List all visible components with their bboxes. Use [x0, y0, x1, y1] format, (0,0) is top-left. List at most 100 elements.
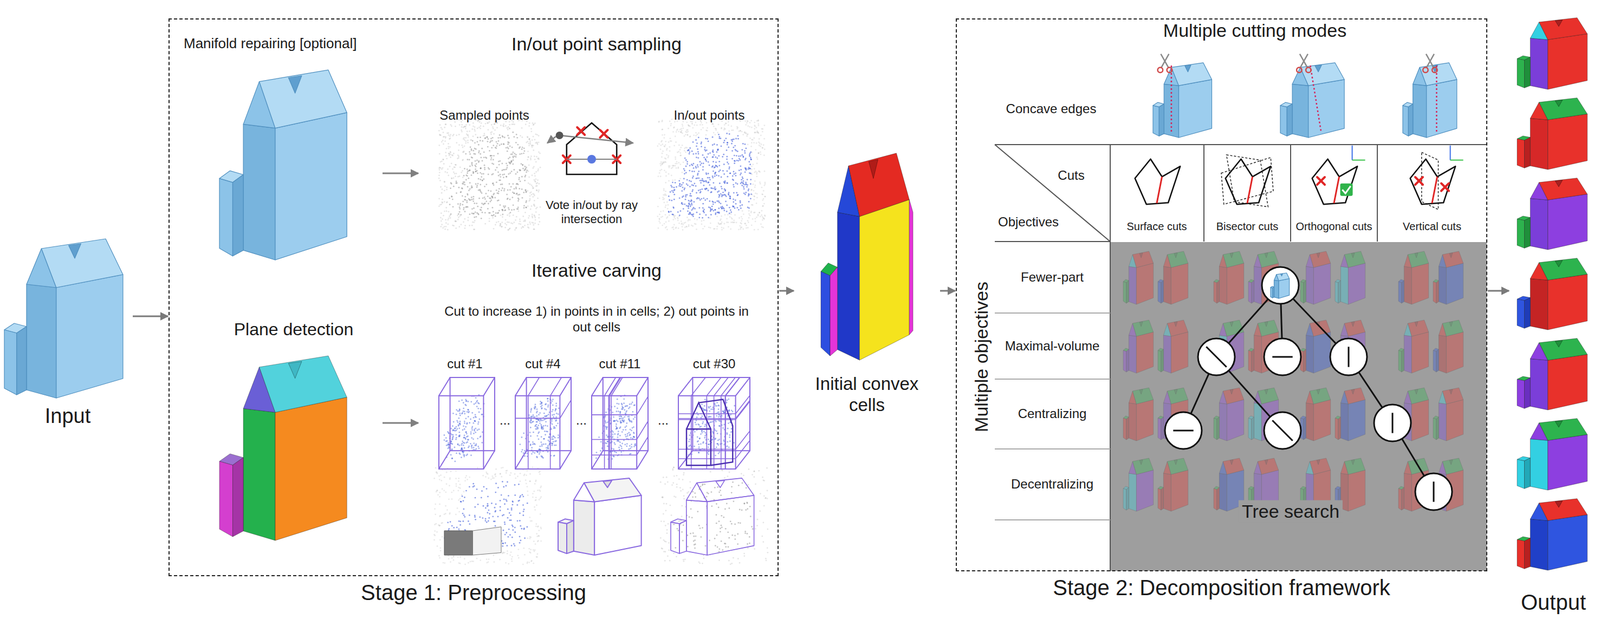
sample-point — [481, 173, 483, 176]
sample-point — [756, 162, 759, 165]
sample-point — [701, 124, 704, 126]
sample-point — [485, 157, 488, 160]
sample-point — [669, 191, 672, 193]
sample-point — [707, 172, 710, 175]
sample-point — [720, 218, 722, 220]
sample-point — [483, 168, 486, 171]
sample-point — [702, 162, 705, 165]
sample-point — [462, 146, 464, 149]
sample-point — [750, 126, 753, 129]
sample-point — [696, 148, 699, 151]
sample-point — [536, 133, 539, 136]
sample-point — [716, 225, 718, 228]
sample-point — [732, 178, 734, 181]
sample-point — [727, 214, 729, 216]
sample-point — [728, 133, 731, 135]
sample-point — [506, 166, 508, 169]
sample-point — [698, 197, 701, 200]
sample-point — [746, 178, 749, 181]
sample-point — [457, 213, 460, 216]
sample-point — [663, 188, 665, 190]
in-point — [455, 413, 458, 416]
sample-point — [702, 169, 704, 171]
sample-point — [507, 146, 509, 149]
sample-point — [510, 185, 513, 188]
sample-point — [712, 156, 715, 158]
house-facet — [232, 457, 244, 537]
sample-point — [536, 179, 539, 181]
sample-point — [527, 143, 530, 145]
sample-point — [697, 177, 700, 180]
sample-point — [490, 138, 492, 140]
sample-point — [531, 215, 534, 218]
sample-point — [499, 173, 502, 176]
sample-point — [683, 187, 686, 190]
sample-point — [707, 161, 710, 164]
sample-point — [758, 152, 760, 154]
sample-point — [735, 154, 738, 157]
sample-point — [530, 127, 533, 130]
sample-point — [466, 168, 469, 171]
sample-point — [497, 137, 500, 139]
house-facet — [26, 284, 57, 399]
sample-point — [476, 186, 478, 189]
in-point — [471, 429, 474, 432]
sample-point — [476, 127, 479, 130]
sample-point — [499, 223, 502, 225]
sample-point — [714, 188, 717, 191]
sample-point — [754, 125, 756, 128]
sample-point — [489, 154, 492, 157]
sample-point — [444, 185, 446, 188]
sample-point — [688, 225, 690, 228]
sample-point — [744, 167, 747, 170]
sample-point — [456, 215, 459, 217]
sample-point — [728, 167, 730, 170]
sample-point — [491, 206, 494, 209]
sample-point — [735, 175, 737, 177]
sample-point — [727, 193, 730, 196]
sample-point — [752, 139, 754, 141]
sample-point — [704, 146, 706, 149]
sample-point — [467, 177, 470, 180]
sample-point — [711, 144, 714, 146]
sample-point — [764, 183, 767, 185]
sample-point — [528, 200, 530, 203]
sample-point — [727, 146, 730, 149]
sample-point — [522, 191, 525, 194]
sample-point — [438, 130, 440, 132]
sample-point — [534, 175, 536, 177]
sample-point — [488, 150, 491, 152]
sample-point — [519, 134, 522, 137]
sample-point — [515, 153, 517, 156]
sample-point — [473, 171, 475, 174]
sample-point — [527, 156, 529, 159]
sample-point — [445, 154, 448, 157]
in-point — [463, 410, 466, 413]
sample-point — [704, 137, 707, 140]
sample-point — [467, 139, 469, 142]
sample-point — [682, 182, 684, 184]
sample-point — [457, 154, 459, 157]
sample-point — [449, 165, 451, 168]
sample-point — [455, 172, 458, 175]
sample-point — [691, 150, 693, 153]
sample-point — [458, 175, 461, 178]
sample-point — [526, 190, 529, 192]
sample-point — [695, 167, 697, 170]
sample-point — [528, 125, 530, 127]
in-point — [463, 435, 466, 437]
sample-point — [683, 135, 686, 138]
sample-point — [667, 155, 670, 158]
sample-point — [467, 141, 469, 144]
sample-point — [739, 130, 742, 132]
in-point — [463, 437, 465, 439]
sample-point — [731, 150, 734, 152]
sample-point — [500, 143, 503, 146]
sample-point — [663, 189, 665, 192]
sample-point — [517, 200, 520, 203]
sample-point — [740, 172, 742, 175]
sample-point — [516, 144, 519, 146]
sample-point — [535, 178, 537, 180]
sample-point — [661, 134, 664, 136]
sample-point — [679, 163, 682, 166]
